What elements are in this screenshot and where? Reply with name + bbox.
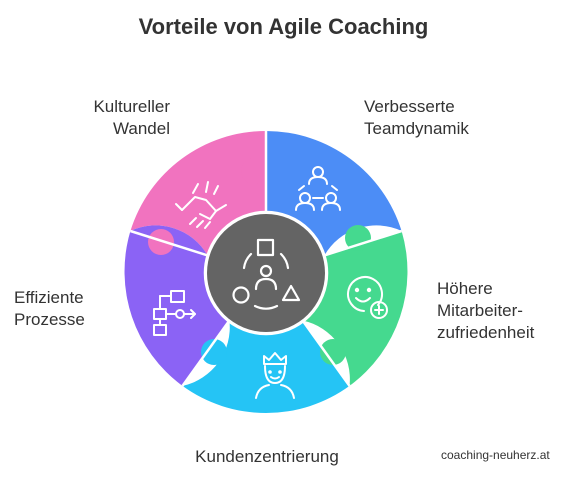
watermark: coaching-neuherz.at — [441, 448, 550, 462]
label-kundenzentrierung: Kundenzentrierung — [195, 447, 339, 466]
smiley-plus-icon — [347, 276, 388, 319]
label-teamdynamik: Verbesserte Teamdynamik — [364, 97, 469, 138]
diagram-title: Vorteile von Agile Coaching — [138, 14, 429, 39]
center-hub — [207, 214, 325, 332]
flowchart-icon — [153, 290, 196, 336]
puzzle-tab — [345, 225, 371, 251]
label-mitarbeiterzufriedenheit: Höhere Mitarbeiter- zufriedenheit — [437, 279, 535, 342]
team-icon — [295, 166, 341, 211]
label-kultureller-wandel: Kultureller Wandel — [93, 97, 170, 138]
segment-kultureller-wandel — [130, 131, 266, 256]
label-effiziente-prozesse: Effiziente Prozesse — [14, 288, 85, 329]
puzzle-tab — [201, 339, 227, 365]
puzzle-tab — [320, 339, 346, 365]
agile-shapes-icon — [232, 238, 301, 310]
puzzle-tab — [241, 158, 267, 184]
puzzle-tab — [148, 229, 174, 255]
handshake-icon — [175, 181, 227, 229]
segment-separators — [130, 131, 402, 387]
crowned-person-icon — [255, 352, 295, 399]
